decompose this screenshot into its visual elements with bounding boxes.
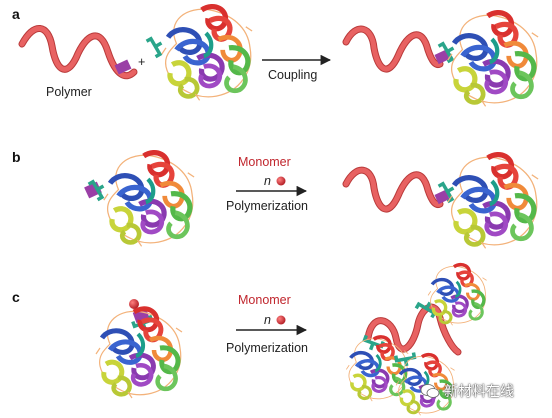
- wechat-icon: [420, 384, 440, 398]
- panel-c: c Monomer n Polymerization: [12, 262, 489, 417]
- monomer-sphere-b: [276, 176, 286, 186]
- monomer-label-c: Monomer: [238, 293, 291, 307]
- monomer-sphere-c: [276, 315, 286, 325]
- arrow-label-polymerization-c: Polymerization: [226, 341, 308, 355]
- arrow-label-polymerization-b: Polymerization: [226, 199, 308, 213]
- count-n-b: n: [264, 174, 271, 188]
- arrow-label-coupling: Coupling: [268, 68, 317, 82]
- panel-label-a: a: [12, 6, 20, 22]
- polymer-label: Polymer: [46, 85, 92, 99]
- panel-a: a Polymer + Coupling: [12, 6, 538, 106]
- panel-b: b Monomer n Polymerization: [12, 149, 538, 248]
- polymer-end-group: [114, 59, 132, 75]
- protein-a-product: [448, 13, 538, 107]
- plus-sign: +: [138, 55, 145, 69]
- protein-c-reactant: [96, 309, 182, 398]
- attached-monomer-c: [129, 299, 139, 309]
- protein-b-reactant: [104, 153, 194, 247]
- protein-linker-a: [144, 33, 168, 59]
- panel-label-b: b: [12, 149, 21, 165]
- protein-a-reactant: [162, 7, 252, 101]
- initiator-end-group-b: [84, 181, 102, 199]
- watermark-text: 新材料在线: [444, 384, 514, 400]
- monomer-label-b: Monomer: [238, 155, 291, 169]
- count-n-c: n: [264, 313, 271, 327]
- protein-b-product: [448, 155, 538, 249]
- watermark: 新材料在线: [420, 381, 514, 401]
- panel-label-c: c: [12, 289, 20, 305]
